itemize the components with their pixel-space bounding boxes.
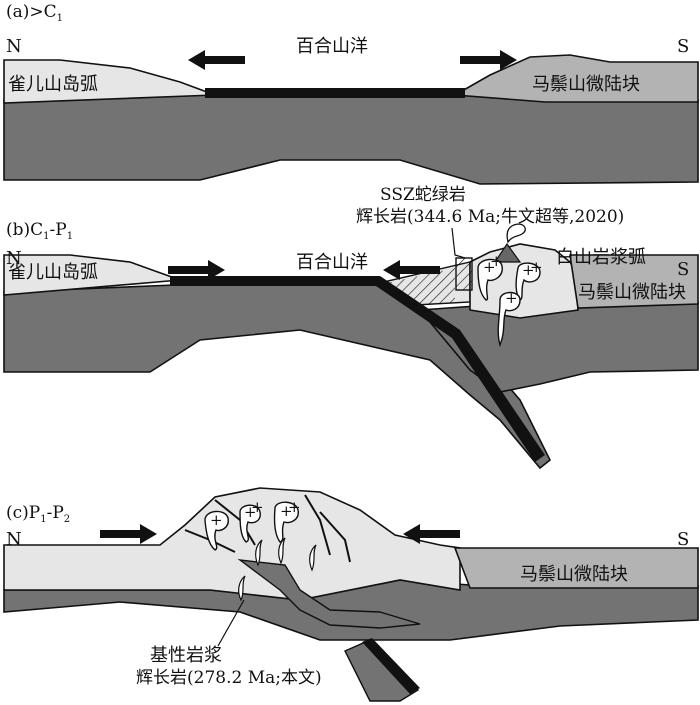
panel-c-plus: + (251, 498, 264, 516)
panel-b-volcano-plume (506, 223, 526, 244)
panel-a: (a)>C1 N S 百合山洋 雀儿山岛弧 马鬃山微陆块 (3, 2, 699, 185)
panel-b-arrow-west (383, 260, 440, 280)
panel-c-arrow-east (100, 524, 157, 544)
panel-a-arc-label: 雀儿山岛弧 (8, 74, 98, 95)
panel-c-pluton (239, 504, 261, 543)
panel-b-south: S (677, 259, 689, 280)
panel-c-magma-label: 基性岩浆 (150, 645, 222, 666)
panel-c-arc-crust (3, 487, 461, 601)
panel-b-volcano (493, 242, 522, 263)
panel-c-plus: + (280, 502, 293, 520)
panel-b-plus: + (522, 261, 535, 279)
panel-c-fault (304, 494, 331, 556)
panel-b-pluton-3 (497, 291, 521, 348)
panel-b-magmatic-arc-label: 白山岩浆弧 (556, 247, 646, 268)
panel-c-dyke (238, 575, 246, 602)
panel-c-fault (319, 511, 351, 563)
panel-c-north: N (6, 529, 22, 550)
panel-c-leader (217, 599, 245, 647)
panel-b-plus: + (490, 252, 503, 270)
panel-a-tag: (a)>C1 (6, 2, 63, 24)
panel-c-plus: + (288, 498, 301, 516)
panel-b-ocean: 百合山洋 (296, 252, 368, 273)
panel-b-pluton-2 (515, 262, 541, 301)
panel-b-block-label: 马鬃山微陆块 (578, 281, 686, 303)
panel-b-tag: (b)C1-P1 (6, 220, 73, 242)
panel-c-pluton (273, 501, 299, 543)
panel-b-plus: + (530, 258, 543, 276)
panel-b-plus: + (483, 258, 496, 276)
panel-b-ophiolite-label: SSZ蛇绿岩 (380, 185, 466, 205)
panel-b: + + + + + (b)C1-P1 N S 百合山洋 雀儿山岛弧 马鬃山微陆块… (3, 185, 699, 470)
panel-c-gabbro-label: 辉长岩(278.2 Ma;本文) (136, 668, 322, 688)
panel-a-south: S (677, 36, 689, 57)
panel-c-dyke (255, 539, 263, 567)
panel-b-ophiolite-box (455, 257, 473, 291)
panel-b-block-crust (569, 254, 699, 309)
panel-b-north: N (6, 248, 22, 269)
panel-a-arc-crust (3, 59, 216, 104)
panel-b-plus: + (505, 289, 518, 307)
panel-c-plus: + (210, 511, 223, 529)
panel-b-arrow-east (168, 260, 225, 280)
panel-a-arrow-north (188, 50, 245, 70)
panel-c-dyke (278, 537, 286, 565)
panel-c-relict-crust (362, 638, 420, 694)
panel-a-mantle (3, 92, 699, 185)
panel-c-block-crust (453, 547, 699, 589)
panel-c-magma-channel (237, 559, 421, 629)
panel-c-tag: (c)P1-P2 (6, 503, 70, 525)
panel-a-oceanic-crust (205, 88, 465, 98)
panel-c-pluton (204, 510, 229, 551)
panel-b-gabbro-label: 辉长岩(344.6 Ma;牛文超等,2020) (356, 207, 624, 227)
panel-a-arrow-south (460, 50, 517, 70)
panel-b-arc-label: 雀儿山岛弧 (8, 262, 98, 283)
panel-a-block-crust (452, 54, 699, 103)
panel-b-leader (451, 227, 466, 259)
panel-c: + + + + + (c)P1-P2 N S 马鬃山微陆块 基性岩浆 辉长岩(2… (3, 487, 699, 702)
panel-c-block-label: 马鬃山微陆块 (520, 563, 628, 585)
panel-c-arrow-west (403, 524, 460, 544)
panel-b-pluton-1 (477, 258, 503, 301)
panel-a-north: N (6, 36, 22, 57)
panel-c-dyke (309, 544, 317, 572)
panel-c-plus: + (244, 503, 257, 521)
panel-a-ocean: 百合山洋 (296, 36, 368, 57)
panel-c-south: S (677, 529, 689, 550)
panel-b-wedge-hatch (378, 268, 455, 305)
panel-b-arc-crust (3, 254, 181, 296)
panel-a-block-label: 马鬃山微陆块 (532, 73, 640, 95)
